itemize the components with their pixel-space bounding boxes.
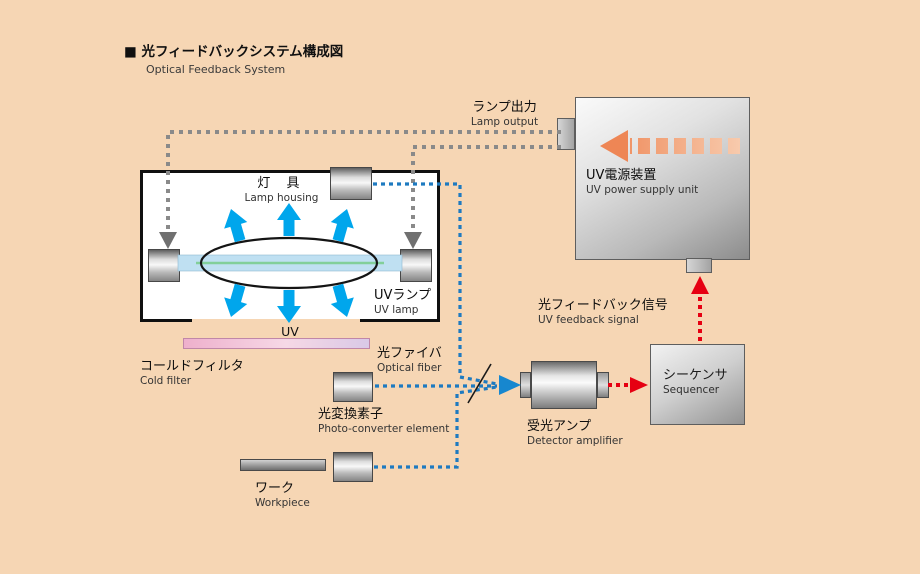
photo-converter-block	[333, 372, 373, 402]
detector-amplifier-output-tab	[597, 372, 609, 398]
workpiece-label-jp: ワーク	[255, 481, 295, 496]
detector-amplifier-body	[531, 361, 597, 409]
fiber-bundle-slash	[467, 363, 492, 404]
cold-filter-label-en: Cold filter	[140, 375, 192, 388]
diagram-subtitle: Optical Feedback System	[146, 63, 286, 76]
detector-amplifier-label-jp: 受光アンプ	[527, 419, 592, 434]
detector-amplifier-label-en: Detector amplifier	[527, 435, 623, 448]
sequencer-label: シーケンサ Sequencer	[663, 367, 728, 398]
workpiece-label: ワーク Workpiece	[255, 480, 310, 511]
optical-fiber-label-jp: 光ファイバ	[377, 346, 442, 361]
feedback-arrow-to-power-supply	[691, 276, 709, 294]
lamp-output-label-jp: ランプ出力	[472, 100, 537, 115]
power-supply-label: UV電源装置 UV power supply unit	[586, 167, 698, 198]
photo-converter-label-jp: 光変換素子	[318, 407, 384, 422]
uv-lamp-label-jp: UVランプ	[374, 288, 432, 303]
diagram-title: ■ 光フィードバックシステム構成図	[124, 44, 344, 60]
workpiece-bar	[240, 459, 326, 471]
cold-filter-bar	[183, 338, 370, 349]
power-supply-label-en: UV power supply unit	[586, 184, 699, 197]
feedback-signal-label-en: UV feedback signal	[538, 314, 639, 327]
uv-lamp-label-en: UV lamp	[374, 304, 419, 317]
feedback-signal-label: 光フィードバック信号 UV feedback signal	[538, 297, 668, 328]
feedback-signal-label-jp: 光フィードバック信号	[538, 298, 668, 313]
optical-fiber-label: 光ファイバ Optical fiber	[377, 345, 442, 376]
cold-filter-label-jp: コールドフィルタ	[140, 359, 244, 374]
photo-converter-label-en: Photo-converter element	[318, 423, 450, 436]
uv-light-label: UV	[281, 324, 299, 339]
housing-uv-aperture	[192, 319, 360, 323]
lamp-housing-label: 灯 具 Lamp housing	[224, 175, 339, 206]
lamp-housing-label-jp: 灯 具	[257, 176, 306, 191]
uv-lamp-label: UVランプ UV lamp	[374, 287, 431, 318]
cold-filter-label: コールドフィルタ Cold filter	[140, 358, 244, 389]
fiber-arrowhead	[499, 375, 521, 395]
power-supply-label-jp: UV電源装置	[586, 168, 657, 183]
lamp-housing-label-en: Lamp housing	[244, 192, 319, 205]
photo-converter-label: 光変換素子 Photo-converter element	[318, 406, 449, 437]
uv-power-supply-box	[575, 97, 750, 260]
optical-fiber-label-en: Optical fiber	[377, 362, 442, 375]
lamp-output-label-en: Lamp output	[470, 116, 539, 129]
detector-amplifier-label: 受光アンプ Detector amplifier	[527, 418, 623, 449]
workpiece-sensor-block	[333, 452, 373, 482]
sequencer-label-jp: シーケンサ	[663, 368, 728, 383]
power-supply-output-tab	[557, 118, 575, 150]
sequencer-box	[650, 344, 745, 425]
lamp-output-label: ランプ出力 Lamp output	[452, 99, 557, 130]
power-supply-signal-tab	[686, 258, 712, 273]
detector-amplifier-input-tab	[520, 372, 531, 398]
lamp-electrode-left	[148, 249, 180, 282]
workpiece-label-en: Workpiece	[255, 497, 310, 510]
lamp-electrode-right	[400, 249, 432, 282]
sequencer-label-en: Sequencer	[663, 384, 720, 397]
feedback-arrow-to-sequencer	[630, 377, 648, 393]
